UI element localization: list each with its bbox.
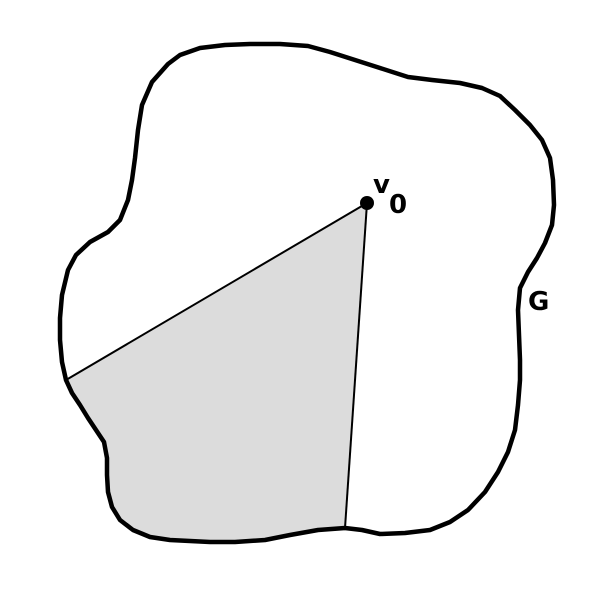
vertex-label-main: v	[373, 170, 390, 200]
vertex-v0-point	[360, 196, 374, 210]
shaded-sector	[66, 203, 367, 542]
region-label: G	[528, 287, 549, 317]
ray-bottom	[344, 202, 368, 529]
vertex-label-subscript: 0	[389, 190, 407, 220]
region-boundary	[57, 41, 557, 545]
ray-left	[65, 202, 368, 381]
vertex-label: v0	[373, 170, 407, 220]
